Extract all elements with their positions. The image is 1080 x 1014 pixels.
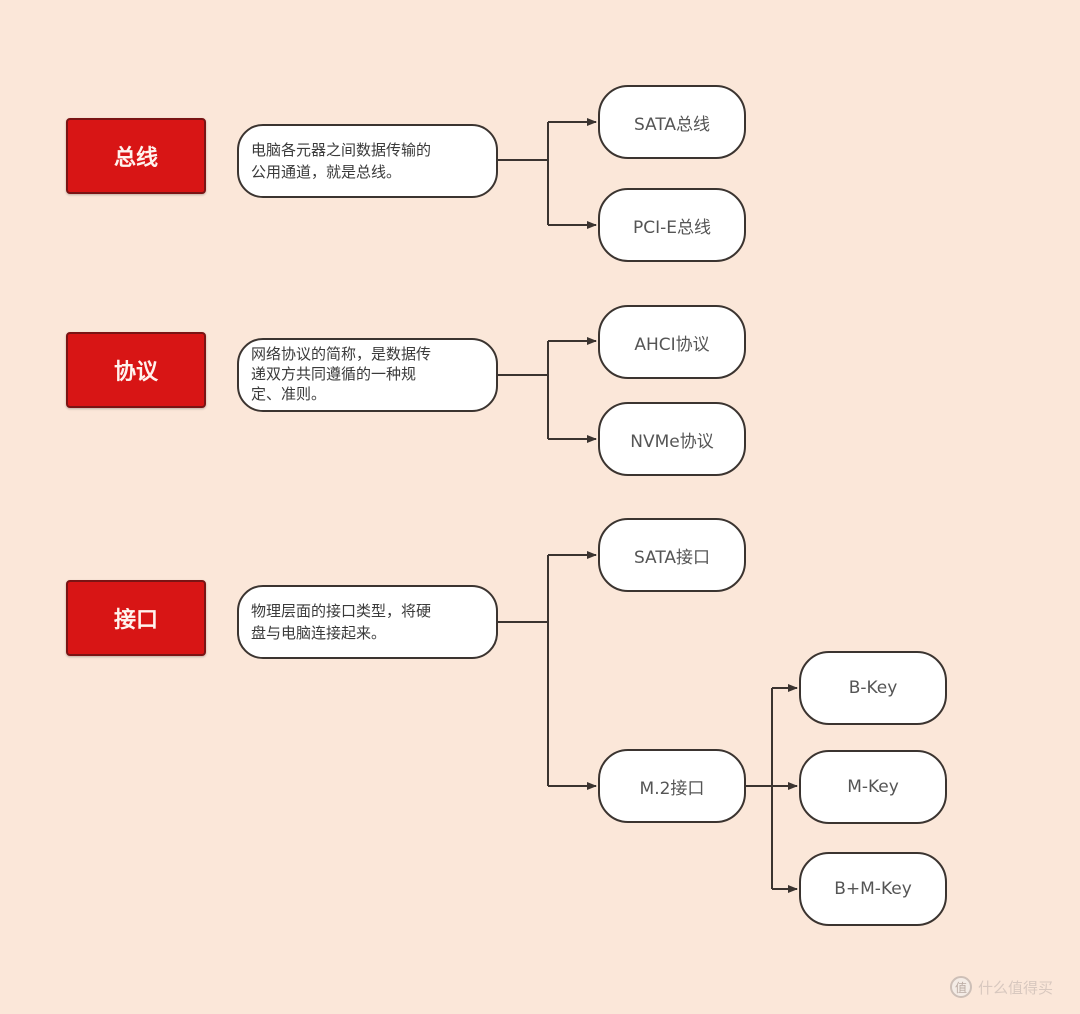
node-label: PCI-E总线 — [632, 217, 711, 238]
node-pcie-bus: PCI-E总线 — [598, 188, 746, 262]
node-sata-bus: SATA总线 — [598, 85, 746, 159]
category-protocol-label: 协议 — [113, 360, 158, 385]
node-b-key: B-Key — [799, 651, 947, 725]
node-label: NVMe协议 — [630, 431, 714, 452]
description-protocol: 网络协议的简称，是数据传 递双方共同遵循的一种规 定、准则。 — [237, 338, 498, 412]
smzdm-logo-icon: 值 — [950, 976, 972, 998]
node-label: B+M-Key — [834, 879, 912, 899]
description-line: 定、准则。 — [251, 385, 327, 403]
node-m-key: M-Key — [799, 750, 947, 824]
node-nvme-protocol: NVMe协议 — [598, 402, 746, 476]
node-label: SATA总线 — [633, 114, 711, 135]
category-bus: 总线 — [66, 118, 206, 194]
description-bus: 电脑各元器之间数据传输的 公用通道，就是总线。 — [237, 124, 498, 198]
category-interface-label: 接口 — [113, 608, 158, 633]
node-label: AHCI协议 — [634, 334, 710, 355]
node-m2-interface: M.2接口 — [598, 749, 746, 823]
category-interface: 接口 — [66, 580, 206, 656]
description-line: 盘与电脑连接起来。 — [251, 624, 387, 642]
category-protocol: 协议 — [66, 332, 206, 408]
node-ahci-protocol: AHCI协议 — [598, 305, 746, 379]
watermark: 值 什么值得买 — [950, 976, 1053, 998]
node-label: B-Key — [848, 678, 898, 698]
node-label: SATA接口 — [633, 547, 711, 568]
watermark-text: 什么值得买 — [978, 978, 1054, 997]
node-bm-key: B+M-Key — [799, 852, 947, 926]
node-label: M-Key — [847, 777, 899, 797]
description-line: 物理层面的接口类型，将硬 — [251, 602, 432, 620]
category-bus-label: 总线 — [113, 146, 158, 171]
description-line: 公用通道，就是总线。 — [251, 163, 402, 181]
description-line: 网络协议的简称，是数据传 — [251, 345, 432, 363]
node-label: M.2接口 — [639, 778, 705, 799]
description-line: 电脑各元器之间数据传输的 — [251, 141, 432, 159]
description-line: 递双方共同遵循的一种规 — [251, 365, 417, 383]
description-interface: 物理层面的接口类型，将硬 盘与电脑连接起来。 — [237, 585, 498, 659]
node-sata-interface: SATA接口 — [598, 518, 746, 592]
